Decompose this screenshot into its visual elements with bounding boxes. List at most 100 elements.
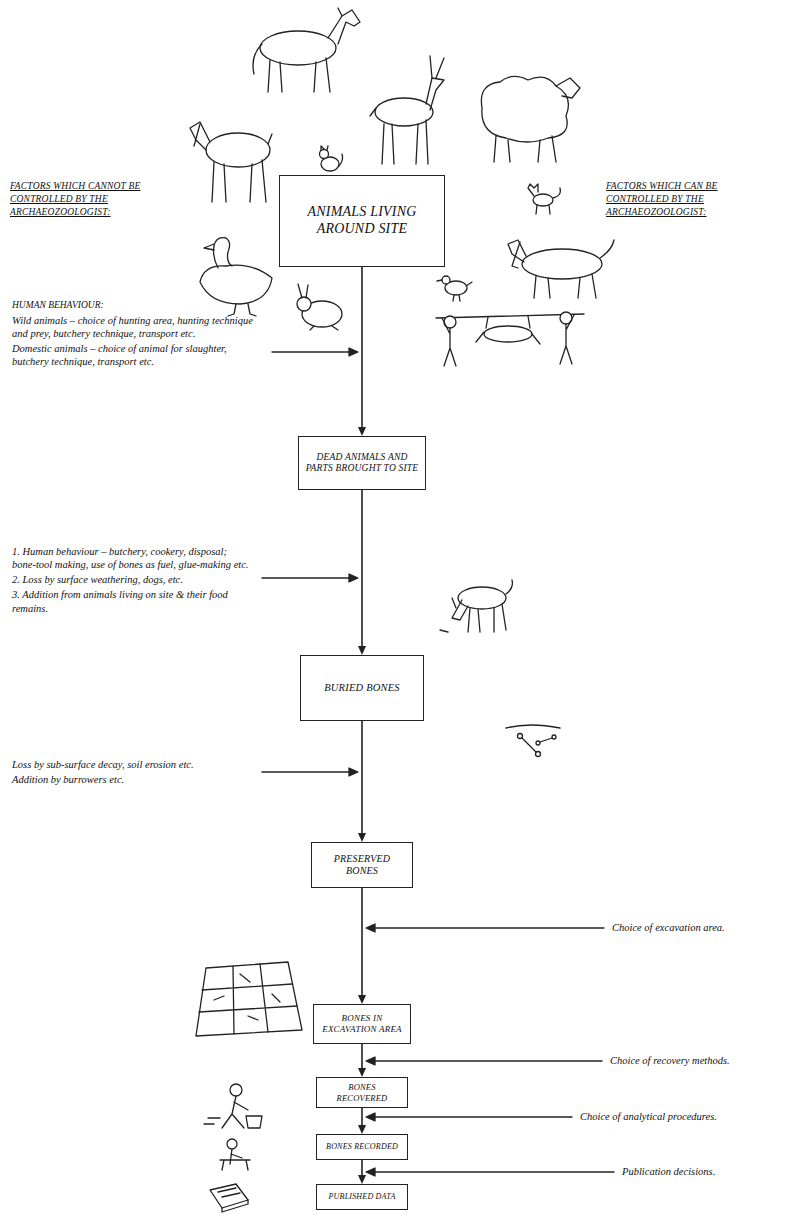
factor-note: Domestic animals – choice of animal for … — [12, 342, 262, 368]
flow-line — [361, 267, 363, 428]
stage-box: BONES IN EXCAVATION AREA — [313, 1004, 411, 1044]
stage-box: DEAD ANIMALS AND PARTS BROUGHT TO SITE — [298, 436, 426, 490]
flow-line — [361, 721, 363, 834]
antelope-sketch — [370, 108, 376, 116]
stage-label: BONES RECORDED — [326, 1142, 398, 1152]
dog-sketch — [512, 242, 520, 268]
fox-sketch — [528, 184, 538, 196]
scavenging-dog-sketch — [440, 630, 448, 632]
excavator-figure-sketch — [222, 1096, 248, 1128]
stage-label: BURIED BONES — [324, 682, 400, 695]
bird-sketch — [437, 276, 472, 301]
factor-note: Choice of recovery methods. — [610, 1054, 730, 1067]
factor-note: Addition by burrowers etc. — [12, 773, 252, 786]
arrow-head — [358, 833, 366, 842]
factor-note: Loss by sub-surface decay, soil erosion … — [12, 758, 252, 771]
excavator-figure-sketch — [246, 1116, 262, 1128]
cat-sketch — [321, 146, 328, 150]
factor-arrow — [366, 924, 375, 932]
bird-sketch — [437, 280, 472, 301]
factor-arrow — [373, 1116, 572, 1117]
stage-text-group: PRESERVED BONES — [317, 853, 407, 877]
arrow-head — [358, 646, 366, 655]
duck-sketch — [214, 238, 233, 268]
hunters-carrying-prey-sketch — [484, 326, 532, 342]
bones-in-ground-sketch — [536, 741, 540, 745]
goat-sketch — [190, 122, 272, 202]
factor-heading: FACTORS WHICH CANNOT BE CONTROLLED BY TH… — [10, 180, 188, 218]
bones-in-ground-sketch — [522, 738, 536, 752]
flow-arrow — [358, 1160, 366, 1184]
flow-arrow — [358, 721, 366, 842]
stage-text-group: BURIED BONES — [324, 682, 400, 695]
flow-line — [361, 888, 363, 996]
factor-note: 1. Human behaviour – butchery, cookery, … — [12, 545, 252, 571]
stage-label: PUBLISHED DATA — [328, 1192, 395, 1202]
stage-label: PRESERVED BONES — [317, 853, 407, 877]
antelope-sketch — [426, 78, 444, 110]
dog-sketch — [508, 240, 614, 298]
dog-sketch — [600, 240, 614, 258]
flow-line — [361, 490, 363, 647]
arrow-head — [358, 995, 366, 1004]
antelope-sketch — [430, 56, 444, 78]
factor-note: Choice of analytical procedures. — [580, 1110, 717, 1123]
bones-in-ground-sketch — [536, 752, 541, 757]
flow-line — [361, 1108, 363, 1126]
excavator-figure-sketch — [204, 1118, 220, 1124]
bones-in-ground-sketch — [506, 725, 560, 757]
stage-box: PRESERVED BONES — [311, 842, 413, 888]
recorder-figure-sketch — [227, 1139, 237, 1149]
stage-box: BONES RECOVERED — [316, 1077, 408, 1108]
factor-note: HUMAN BEHAVIOUR: — [12, 300, 262, 312]
stage-box: BURIED BONES — [300, 655, 424, 721]
factor-arrow — [349, 348, 358, 356]
scavenging-dog-sketch — [458, 587, 506, 609]
horse-sketch — [253, 8, 360, 92]
horse-sketch — [328, 10, 360, 44]
antelope-sketch — [370, 56, 444, 164]
factor-arrow — [373, 1060, 602, 1061]
duck-sketch — [200, 265, 272, 304]
sheep-sketch — [481, 76, 580, 162]
factor-arrow — [272, 351, 351, 352]
goat-sketch — [212, 160, 266, 202]
recorder-figure-sketch — [220, 1139, 250, 1170]
recorder-figure-sketch — [220, 1149, 250, 1170]
sheep-sketch — [494, 136, 556, 162]
rabbit-sketch — [310, 326, 338, 330]
publication-book-sketch — [218, 1188, 240, 1197]
factor-arrow — [262, 348, 614, 1176]
factor-arrow — [373, 927, 604, 928]
factor-arrow — [366, 1113, 375, 1121]
hunters-carrying-prey-sketch — [560, 315, 574, 364]
bones-in-ground-sketch — [552, 735, 556, 739]
factor-note: 3. Addition from animals living on site … — [12, 588, 252, 614]
hunters-carrying-prey-sketch — [442, 318, 456, 366]
horse-sketch — [268, 58, 330, 92]
bird-sketch — [442, 276, 450, 284]
bones-in-ground-sketch — [518, 734, 523, 739]
rabbit-sketch — [298, 284, 308, 298]
publication-book-sketch — [210, 1184, 248, 1208]
sheep-sketch — [481, 76, 568, 142]
flow-arrow — [358, 888, 366, 1004]
cat-sketch — [320, 146, 343, 171]
factor-arrow — [366, 1057, 375, 1065]
excavator-figure-sketch — [204, 1084, 262, 1128]
excavation-grid-sketch — [196, 962, 302, 1036]
scavenging-dog-sketch — [506, 580, 512, 594]
stage-box: ANIMALS LIVING AROUND SITE — [279, 175, 445, 267]
goat-sketch — [194, 124, 200, 146]
stage-label: DEAD ANIMALS AND PARTS BROUGHT TO SITE — [304, 452, 420, 475]
flow-arrow — [358, 490, 366, 655]
scavenging-dog-sketch — [452, 598, 456, 608]
excavation-grid-sketch — [214, 974, 280, 1020]
factor-arrow — [349, 574, 358, 582]
duck-sketch — [228, 304, 256, 316]
cat-sketch — [339, 154, 343, 166]
factor-arrow — [262, 577, 351, 578]
rabbit-sketch — [297, 284, 342, 330]
arrow-head — [358, 1175, 366, 1184]
fox-sketch — [536, 188, 560, 214]
